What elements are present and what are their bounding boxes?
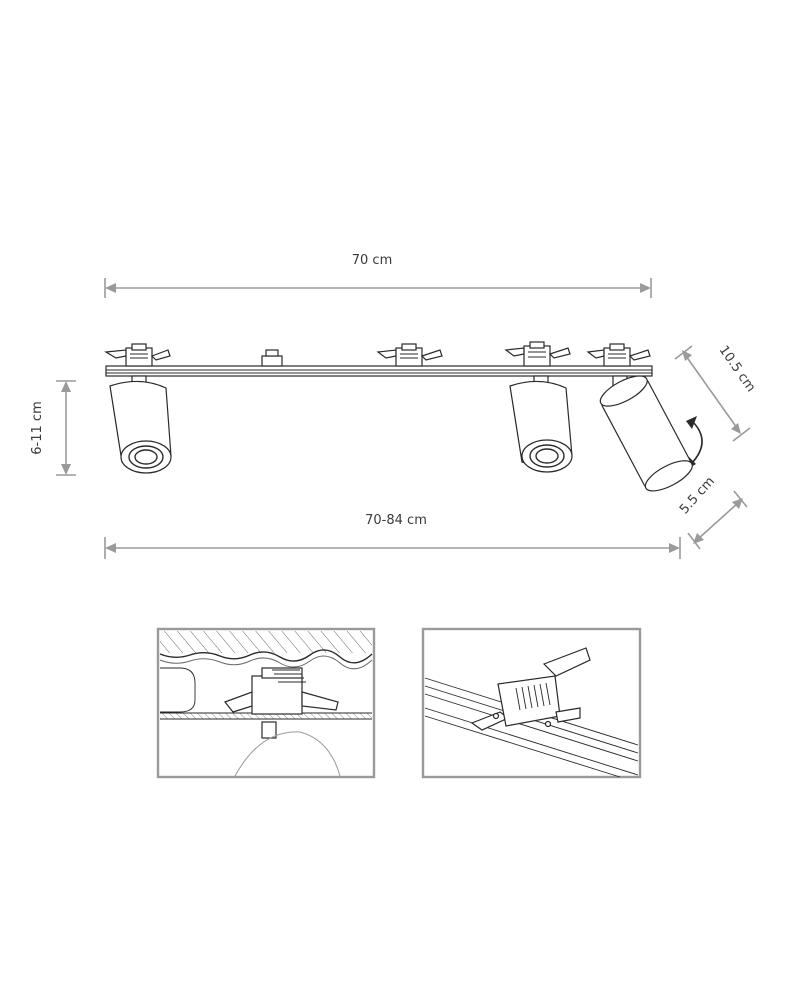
dimension-diagonal-length: 10.5 cm: [674, 343, 759, 442]
spotlight-left: [109, 375, 172, 474]
track-rail: [105, 365, 653, 377]
installation-detail-panel: [156, 627, 376, 779]
mounting-clip: [376, 343, 443, 367]
dimension-bottom-width-label: 70-84 cm: [365, 513, 427, 528]
dimension-diameter-label: 5.5 cm: [677, 474, 718, 517]
dimension-diagonal-length-label: 10.5 cm: [716, 343, 759, 395]
dimension-bottom-width: 70-84 cm: [104, 513, 681, 559]
driver-box: [248, 349, 290, 367]
dimension-height-label: 6-11 cm: [30, 401, 45, 454]
dimension-diameter: 5.5 cm: [677, 474, 748, 550]
clip-detail-panel: [421, 627, 642, 779]
dimension-top-width: 70 cm: [104, 253, 652, 298]
dimension-height: 6-11 cm: [30, 380, 76, 476]
dimension-top-width-label: 70 cm: [352, 253, 393, 268]
mounting-clip: [586, 343, 651, 367]
spotlight-tilted: [599, 375, 693, 492]
mounting-clip: [504, 341, 571, 367]
mounting-clip: [104, 343, 171, 367]
spotlight-middle: [509, 375, 573, 473]
